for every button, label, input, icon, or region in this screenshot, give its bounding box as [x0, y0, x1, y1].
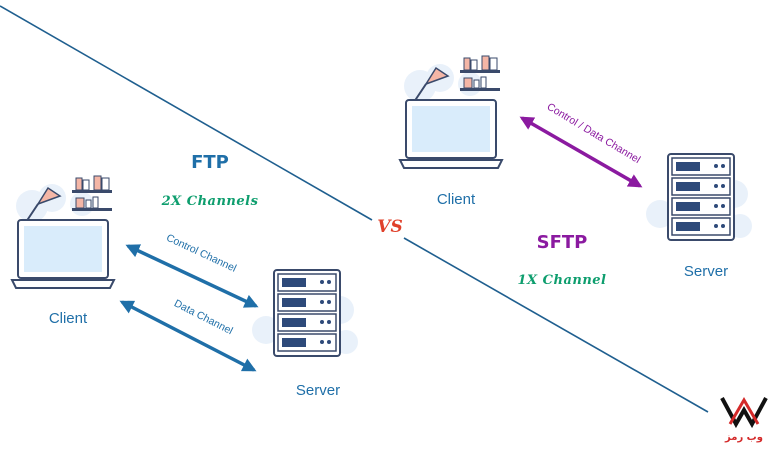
sftp-client-label: Client — [437, 191, 476, 208]
sftp-server-label: Server — [684, 263, 728, 280]
sftp-channel-arrow — [519, 116, 643, 188]
sftp-server-rack-icon — [645, 153, 753, 241]
sftp-subtitle: 1X Channel — [518, 273, 607, 288]
logo-text: وب رمز — [724, 432, 763, 443]
vs-label: VS — [377, 217, 402, 237]
divider-line — [0, 5, 709, 413]
ftp-client-laptop-icon — [11, 175, 115, 289]
sftp-channel-label: Control / Data Channel — [545, 101, 643, 166]
ftp-server-rack-icon — [251, 269, 359, 357]
sftp-title: SFTP — [537, 232, 588, 253]
ftp-title: FTP — [191, 152, 229, 173]
sftp-client-laptop-icon — [399, 55, 503, 169]
ftp-control-channel-arrow — [125, 244, 259, 308]
ftp-client-label: Client — [49, 310, 88, 327]
ftp-data-channel-arrow — [119, 300, 257, 372]
webramz-logo-icon: وب رمز — [720, 397, 768, 443]
ftp-server-label: Server — [296, 382, 340, 399]
ftp-subtitle: 2X Channels — [161, 194, 259, 209]
